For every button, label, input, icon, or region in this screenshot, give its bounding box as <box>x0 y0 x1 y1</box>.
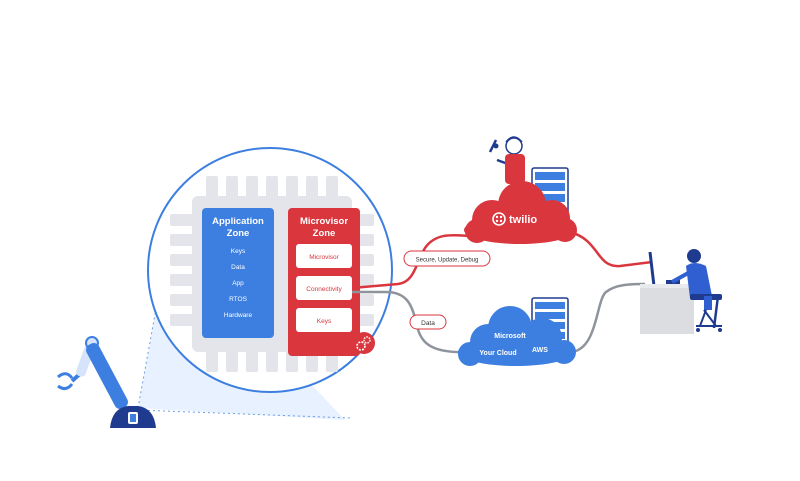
customer-cloud-label-your-cloud: Your Cloud <box>479 350 516 357</box>
desk-developer-icon <box>640 249 722 334</box>
data-link-pill <box>409 314 447 330</box>
customer-cloud <box>458 306 576 366</box>
application-zone-title-line1: Application <box>212 216 264 227</box>
secure-link-label: Secure, Update, Debug <box>416 258 479 264</box>
microvisor-box <box>296 244 352 268</box>
connectivity-box <box>296 276 352 300</box>
twilio-to-desk-line <box>569 230 653 268</box>
app-zone-item-keys: Keys <box>231 248 246 255</box>
customer-cloud-label-aws: AWS <box>532 347 548 354</box>
app-zone-item-data: Data <box>231 264 245 271</box>
cloud-to-desk-line <box>571 282 646 354</box>
app-zone-item-hardware: Hardware <box>224 312 253 319</box>
gear-icon <box>353 332 375 354</box>
twilio-brand-text: twilio <box>509 214 537 226</box>
secure-link-pill <box>403 250 491 267</box>
microvisor-box-label: Microvisor <box>309 254 339 261</box>
developer-icon <box>488 136 525 184</box>
zoom-cone-edge-lower <box>137 409 351 419</box>
application-zone-title-line2: Zone <box>227 228 250 239</box>
robot-arm-icon <box>57 336 156 428</box>
connectivity-box-label: Connectivity <box>306 286 342 293</box>
microvisor-zone-title-line1: Microvisor <box>300 216 348 227</box>
secure-link-line <box>351 233 471 290</box>
keys-box <box>296 308 352 332</box>
twilio-logo-icon <box>492 212 506 226</box>
chip-pins <box>170 176 374 372</box>
data-link-label: Data <box>421 320 435 327</box>
twilio-cloud <box>464 181 577 244</box>
app-zone-item-rtos: RTOS <box>229 296 247 303</box>
customer-cloud-label-microsoft: Microsoft <box>494 333 526 340</box>
keys-box-label: Keys <box>317 318 332 325</box>
app-zone-item-app: App <box>232 280 244 287</box>
microvisor-zone-title-line2: Zone <box>313 228 336 239</box>
application-zone <box>202 208 274 338</box>
